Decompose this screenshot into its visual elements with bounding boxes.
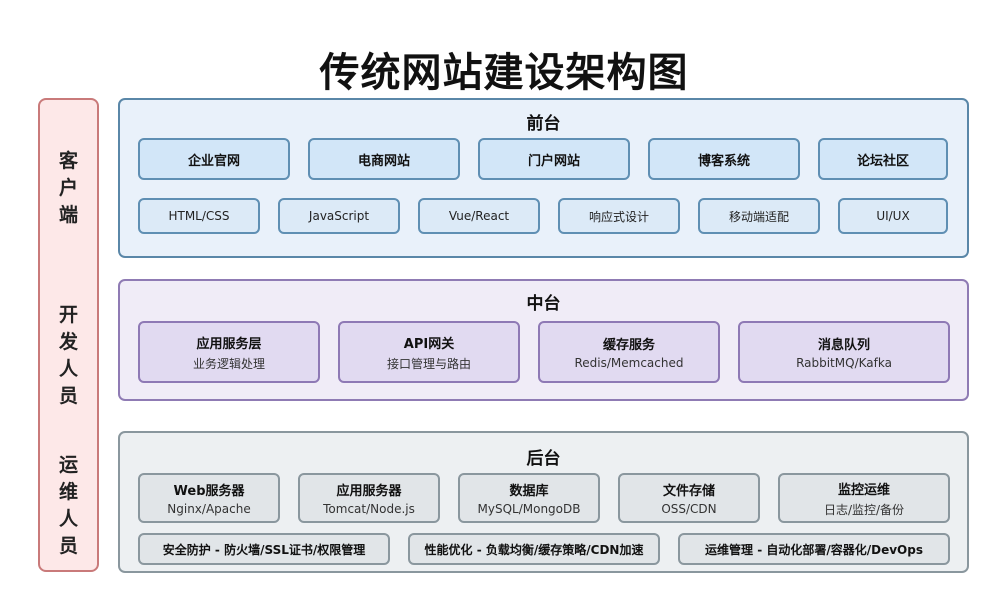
infra-title: Web服务器 [173,484,245,499]
tech-label: Vue/React [448,209,510,223]
role-client: 客 户 端 [40,148,97,229]
infra-subtitle: 日志/监控/备份 [823,502,905,517]
site-type-label: 电商网站 [357,153,410,169]
diagram-title: 传统网站建设架构图 [319,50,689,96]
tech-label: 移动端适配 [728,209,789,224]
tech-label: HTML/CSS [168,209,230,223]
infra-subtitle: MySQL/MongoDB [477,502,581,516]
service-title: 缓存服务 [602,338,655,353]
role-char: 维 [58,481,78,503]
infra-subtitle: Nginx/Apache [167,502,251,516]
infra-title: 监控运维 [837,482,890,498]
role-char: 发 [58,331,78,353]
role-ops: 运 维 人 员 [40,452,97,560]
role-char: 人 [58,358,78,380]
service-box: API网关 接口管理与路由 [338,321,520,383]
service-title: API网关 [403,336,455,352]
infra-box: 应用服务器 Tomcat/Node.js [298,473,440,523]
capability-bar: 安全防护 - 防火墙/SSL证书/权限管理 [138,533,390,565]
middleware-panel: 中台 应用服务层 业务逻辑处理 API网关 接口管理与路由 缓存服务 Redis… [118,279,969,401]
tech-label: 响应式设计 [588,209,649,224]
service-title: 应用服务层 [196,336,262,352]
capability-label: 运维管理 - 自动化部署/容器化/DevOps [705,542,923,557]
site-type-box: 企业官网 [138,138,290,180]
role-char: 运 [58,454,78,476]
infra-box: Web服务器 Nginx/Apache [138,473,280,523]
service-subtitle: Redis/Memcached [574,356,684,370]
role-char: 端 [58,204,78,226]
site-type-label: 门户网站 [527,153,580,169]
tech-box: Vue/React [418,198,540,234]
infra-subtitle: OSS/CDN [661,502,717,516]
backend-title: 后台 [526,449,561,469]
role-char: 员 [58,535,78,557]
infra-title: 数据库 [509,484,549,499]
site-type-label: 博客系统 [697,153,750,169]
tech-label: JavaScript [308,209,370,223]
service-box: 缓存服务 Redis/Memcached [538,321,720,383]
site-type-label: 论坛社区 [856,153,909,169]
role-char: 开 [58,304,78,326]
tech-box: JavaScript [278,198,400,234]
service-title: 消息队列 [817,338,870,353]
role-sidebar: 客 户 端 开 发 人 员 运 维 人 员 [38,98,99,572]
role-char: 客 [58,150,78,172]
tech-box: HTML/CSS [138,198,260,234]
service-subtitle: RabbitMQ/Kafka [796,356,892,370]
site-type-box: 博客系统 [648,138,800,180]
site-type-label: 企业官网 [187,153,240,169]
site-type-box: 电商网站 [308,138,460,180]
tech-label: UI/UX [876,209,910,223]
role-char: 户 [58,177,78,199]
tech-box: 移动端适配 [698,198,820,234]
capability-label: 性能优化 - 负载均衡/缓存策略/CDN加速 [424,542,644,557]
infra-box: 数据库 MySQL/MongoDB [458,473,600,523]
site-type-box: 门户网站 [478,138,630,180]
capability-label: 安全防护 - 防火墙/SSL证书/权限管理 [162,542,366,557]
infra-box: 监控运维 日志/监控/备份 [778,473,950,523]
infra-title: 应用服务器 [336,484,402,499]
capability-bar: 性能优化 - 负载均衡/缓存策略/CDN加速 [408,533,660,565]
infra-title: 文件存储 [662,484,715,499]
site-type-box: 论坛社区 [818,138,948,180]
tech-box: 响应式设计 [558,198,680,234]
backend-panel: 后台 Web服务器 Nginx/Apache 应用服务器 Tomcat/Node… [118,431,969,573]
middleware-title: 中台 [526,294,561,314]
role-char: 员 [58,385,78,407]
service-subtitle: 业务逻辑处理 [192,356,265,371]
service-box: 消息队列 RabbitMQ/Kafka [738,321,950,383]
frontend-panel: 前台 企业官网 电商网站 门户网站 博客系统 论坛社区 HTML/CSS Jav… [118,98,969,258]
tech-box: UI/UX [838,198,948,234]
capability-bar: 运维管理 - 自动化部署/容器化/DevOps [678,533,950,565]
infra-box: 文件存储 OSS/CDN [618,473,760,523]
infra-subtitle: Tomcat/Node.js [323,502,415,516]
service-subtitle: 接口管理与路由 [386,356,471,371]
role-char: 人 [58,508,78,530]
role-developer: 开 发 人 员 [40,302,97,410]
frontend-title: 前台 [526,114,561,134]
service-box: 应用服务层 业务逻辑处理 [138,321,320,383]
